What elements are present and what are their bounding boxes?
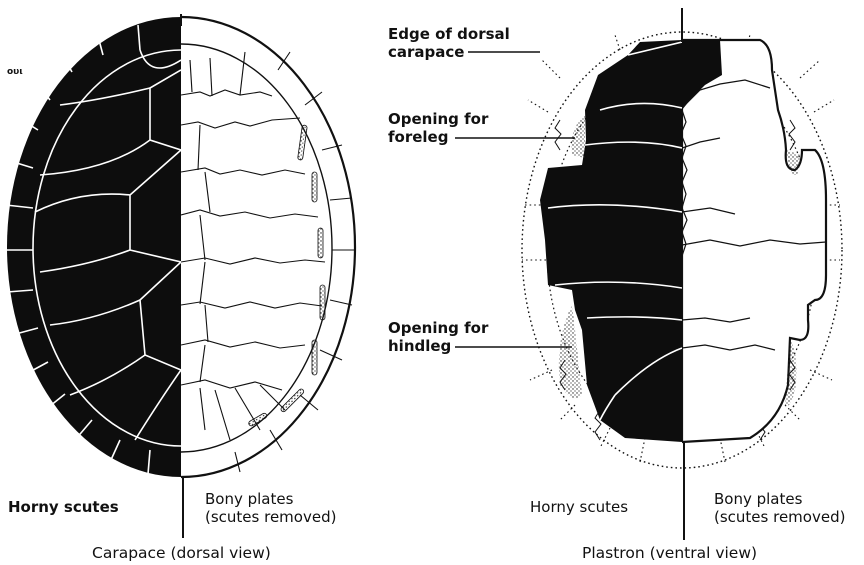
hindleg-opening-label-line1: Opening for — [388, 319, 488, 337]
edge-of-dorsal-carapace-label-line2: carapace — [388, 43, 464, 61]
plastron-caption: Plastron (ventral view) — [582, 544, 757, 563]
foreleg-opening-label-line2: foreleg — [388, 128, 448, 146]
carapace-right-label-line1: Bony plates — [205, 490, 293, 508]
foreleg-opening-label-line1: Opening for — [388, 110, 488, 128]
edge-of-dorsal-carapace-label-line1: Edge of dorsal — [388, 25, 510, 43]
carapace-caption: Carapace (dorsal view) — [92, 544, 271, 563]
plastron-bony-plates-half — [681, 40, 826, 442]
plastron-left-label: Horny scutes — [530, 498, 628, 516]
figure-corner-mark: ουι — [7, 67, 23, 77]
plastron-right-label-line2: (scutes removed) — [714, 508, 845, 526]
carapace-left-label: Horny scutes — [8, 498, 119, 516]
carapace-drawing — [6, 14, 355, 538]
plastron-drawing — [455, 8, 842, 540]
plastron-right-label-line1: Bony plates — [714, 490, 802, 508]
hindleg-opening-label-line2: hindleg — [388, 337, 451, 355]
foreleg-opening-stipple — [571, 115, 585, 158]
carapace-right-label-line2: (scutes removed) — [205, 508, 336, 526]
